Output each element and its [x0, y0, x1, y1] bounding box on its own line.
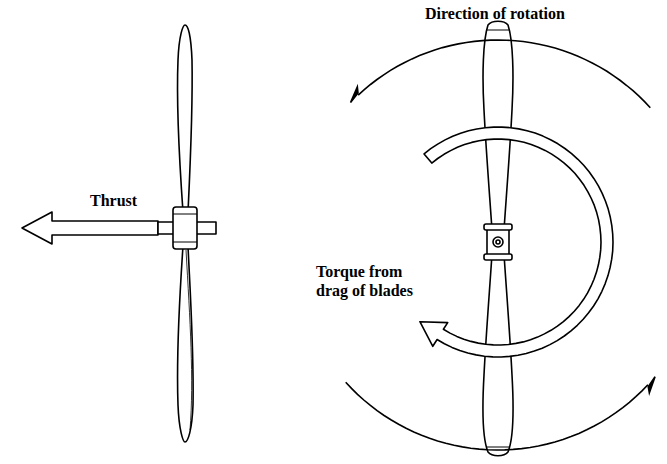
thrust-arrow: [22, 212, 158, 244]
hub-side: [173, 207, 197, 249]
blade-side-lower: [177, 246, 193, 442]
heading-label: Direction of rotation: [425, 4, 565, 23]
shaft-end: [493, 237, 503, 247]
rotation-arrowhead: [351, 87, 358, 103]
torque-label: Torque from drag of blades: [316, 262, 428, 300]
rotation-arc: [346, 382, 648, 450]
hub-collar: [484, 254, 512, 260]
blade-twist-line: [186, 250, 192, 430]
shaft-end: [496, 240, 500, 244]
torque-arrow: [420, 127, 613, 357]
blade-front-upper: [483, 21, 513, 230]
rotation-arrowhead: [648, 377, 655, 393]
blade-side-upper: [177, 25, 192, 212]
hub-collar: [484, 224, 512, 230]
thrust-label: Thrust: [90, 191, 137, 210]
rotation-arc: [358, 40, 650, 108]
